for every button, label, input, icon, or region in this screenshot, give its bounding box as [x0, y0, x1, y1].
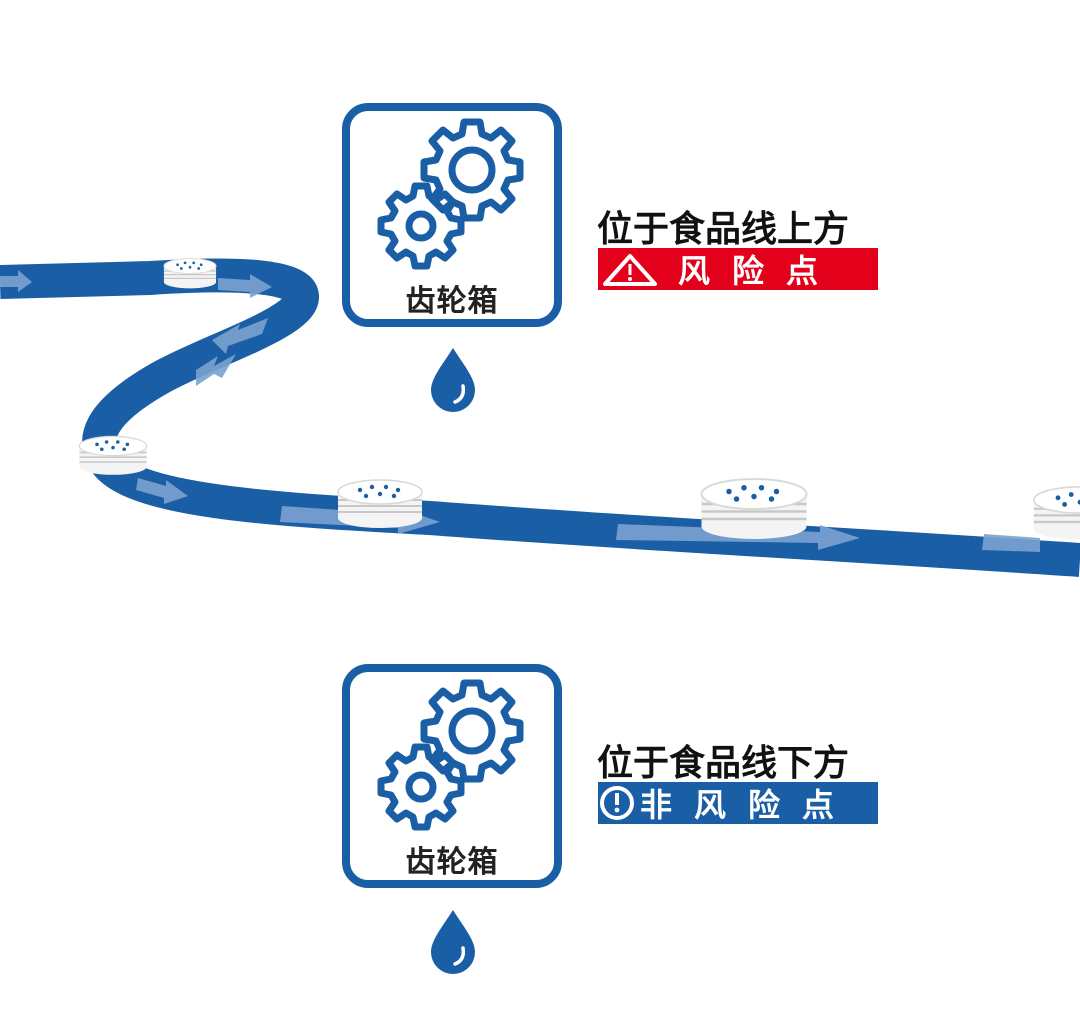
risk-badge: 风险点	[672, 248, 878, 290]
biscuit-stack	[1032, 485, 1080, 541]
gearbox-box-top	[342, 103, 562, 327]
belt-flow-arrows	[0, 270, 1040, 552]
gearbox-label-top: 齿轮箱	[405, 284, 499, 319]
biscuit-stack	[163, 257, 217, 289]
non-risk-badge-text: 非风险点	[640, 786, 857, 824]
biscuit-stack	[337, 479, 423, 529]
biscuit-stack	[700, 477, 808, 541]
position-text-bottom: 位于食品线下方	[597, 743, 850, 784]
exclamation-circle-icon	[600, 786, 634, 820]
risk-badge-text: 风险点	[678, 252, 841, 290]
water-drop-icon	[429, 908, 477, 976]
gearbox-box-bottom	[342, 664, 562, 888]
position-text-top: 位于食品线上方	[597, 209, 850, 250]
biscuit-stack	[78, 435, 148, 476]
gearbox-label-bottom: 齿轮箱	[405, 845, 499, 880]
warning-triangle-icon	[603, 254, 657, 286]
non-risk-badge-bg	[598, 782, 878, 824]
non-risk-badge: 非风险点	[634, 782, 878, 824]
water-drop-icon	[429, 346, 477, 414]
